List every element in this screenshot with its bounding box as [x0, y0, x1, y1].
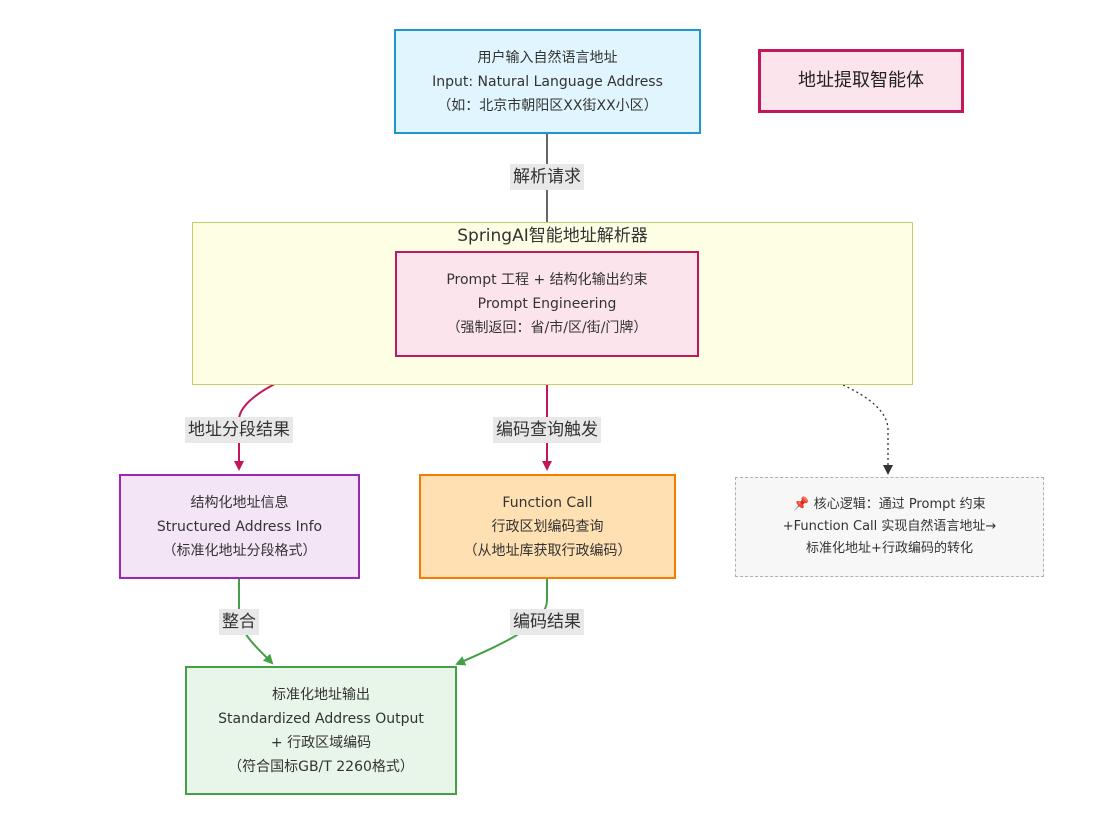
note-line: +Function Call 实现自然语言地址→: [782, 519, 997, 534]
prompt-engineering-node: Prompt 工程 + 结构化输出约束 Prompt Engineering （…: [395, 251, 699, 357]
structured-node-line: 结构化地址信息: [190, 494, 289, 511]
function-node-line: Function Call: [502, 494, 593, 511]
structured-node-line: （标准化地址分段格式）: [162, 542, 317, 559]
note-line: 标准化地址+行政编码的转化: [806, 541, 973, 556]
input-node-line: Input: Natural Language Address: [432, 73, 663, 90]
output-node-line: Standardized Address Output: [218, 710, 424, 727]
function-node-line: （从地址库获取行政编码）: [463, 542, 632, 559]
prompt-node-line: Prompt 工程 + 结构化输出约束: [446, 272, 648, 288]
function-node-line: 行政区划编码查询: [491, 518, 604, 535]
input-node-line: 用户输入自然语言地址: [477, 49, 618, 66]
agent-title-label: 地址提取智能体: [798, 70, 924, 91]
edge-label-code-result: 编码结果: [510, 609, 584, 635]
edge-label-integrate: 整合: [219, 609, 259, 635]
prompt-node-line: （强制返回：省/市/区/街/门牌）: [446, 320, 648, 336]
edge-label-parse-request: 解析请求: [510, 164, 584, 190]
agent-title-node: 地址提取智能体: [758, 49, 964, 113]
subgraph-title: SpringAI智能地址解析器: [457, 226, 648, 246]
output-node-line: 标准化地址输出: [272, 686, 370, 703]
function-call-node: Function Call 行政区划编码查询 （从地址库获取行政编码）: [419, 474, 676, 579]
structured-address-node: 结构化地址信息 Structured Address Info （标准化地址分段…: [119, 474, 360, 579]
note-line: 📌 核心逻辑：通过 Prompt 约束: [793, 497, 986, 512]
prompt-node-line: Prompt Engineering: [477, 296, 617, 312]
input-node-line: （如：北京市朝阳区XX街XX小区）: [437, 97, 658, 114]
standardized-output-node: 标准化地址输出 Standardized Address Output + 行政…: [185, 666, 457, 795]
output-node-line: （符合国标GB/T 2260格式）: [228, 758, 414, 775]
edge-label-code-query-trigger: 编码查询触发: [493, 417, 601, 443]
input-node: 用户输入自然语言地址 Input: Natural Language Addre…: [394, 29, 701, 134]
output-node-line: + 行政区域编码: [270, 734, 372, 751]
edge-prompt-to-note: [699, 339, 893, 475]
structured-node-line: Structured Address Info: [156, 518, 323, 535]
edge-label-segment-result: 地址分段结果: [185, 417, 293, 443]
core-logic-note: 📌 核心逻辑：通过 Prompt 约束 +Function Call 实现自然语…: [735, 477, 1044, 577]
